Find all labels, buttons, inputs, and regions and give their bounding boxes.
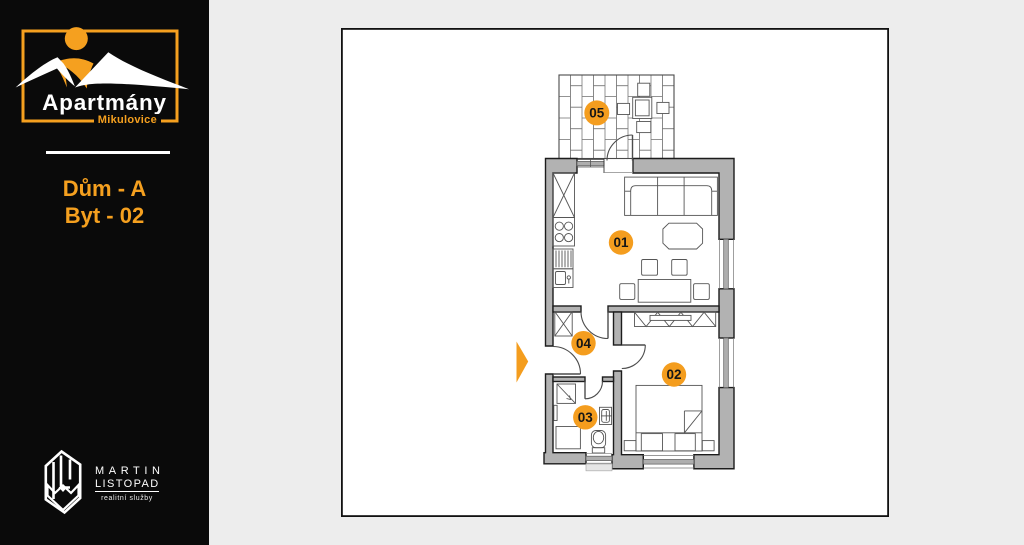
agency-monogram-icon	[44, 449, 82, 515]
shower	[556, 383, 576, 404]
sofa	[624, 176, 718, 216]
living-room	[619, 176, 718, 303]
brand-title: Apartmány	[42, 90, 167, 115]
window-bedroom-bottom	[642, 455, 695, 469]
door-living-hall	[580, 311, 609, 340]
toilet	[590, 430, 607, 454]
nightstands	[623, 440, 715, 452]
room-label-01: 01	[608, 230, 634, 255]
svg-text:04: 04	[576, 336, 592, 351]
brand-subtitle: Mikulovice	[93, 114, 161, 126]
agency-name-line2: LISTOPAD	[95, 477, 160, 490]
kitchen-dishwasher	[552, 248, 574, 270]
agency-logo: MARTIN LISTOPAD realitní služby	[0, 440, 209, 530]
bathroom	[553, 383, 613, 454]
main-area: 01 02 03 04	[209, 0, 1024, 545]
agency-tagline: realitní služby	[101, 494, 153, 502]
divider-line	[46, 151, 170, 154]
canvas-border	[341, 28, 889, 517]
entrance-arrow	[516, 341, 529, 383]
bedroom	[623, 311, 717, 452]
walls	[543, 157, 735, 470]
brand-logo: Apartmány Mikulovice	[0, 0, 209, 150]
hall-wardrobe	[554, 311, 573, 337]
terrace	[558, 74, 675, 160]
room-label-03: 03	[573, 405, 598, 430]
bath-sink	[599, 406, 613, 425]
svg-text:05: 05	[589, 106, 605, 121]
room-label-04: 04	[571, 331, 596, 356]
door-terrace	[606, 134, 634, 161]
agency-underline	[95, 491, 159, 493]
room-labels: 01 02 03 04	[571, 100, 687, 430]
doors	[552, 134, 646, 400]
radiator	[553, 404, 558, 421]
house-label: Dům - A	[62, 176, 147, 201]
window-living	[719, 238, 734, 290]
bed	[635, 384, 703, 452]
coffee-table	[662, 222, 704, 250]
agency-name-line1: MARTIN	[95, 465, 165, 477]
svg-text:02: 02	[666, 367, 681, 382]
room-label-02: 02	[661, 362, 687, 387]
mountains-logo-icon	[15, 27, 189, 123]
room-label-05: 05	[584, 100, 610, 126]
windows	[576, 158, 734, 472]
terrace-table-set	[617, 82, 670, 134]
floorplan-canvas: 01 02 03 04	[341, 28, 889, 517]
svg-text:03: 03	[578, 410, 594, 425]
svg-text:01: 01	[613, 235, 629, 250]
apartment-label: Byt - 02	[64, 203, 145, 228]
bedroom-wardrobe	[634, 311, 717, 328]
washing-machine	[555, 426, 581, 450]
kitchen	[552, 172, 575, 288]
door-bathroom	[584, 381, 604, 400]
kitchen-sink	[552, 268, 574, 288]
door-bedroom	[621, 344, 646, 370]
window-bedroom-side	[719, 337, 734, 388]
hallway	[554, 311, 573, 337]
armchairs	[641, 259, 688, 276]
kitchen-stove	[552, 217, 575, 247]
sidebar: Apartmány Mikulovice Dům - A Byt - 02 MA…	[0, 0, 209, 545]
dining-table	[619, 279, 710, 303]
door-entrance	[552, 345, 582, 375]
window-terrace	[576, 158, 634, 173]
floor-plan: 01 02 03 04	[341, 28, 889, 517]
window-bathroom	[585, 452, 613, 472]
kitchen-tall-cabinet	[552, 172, 575, 218]
